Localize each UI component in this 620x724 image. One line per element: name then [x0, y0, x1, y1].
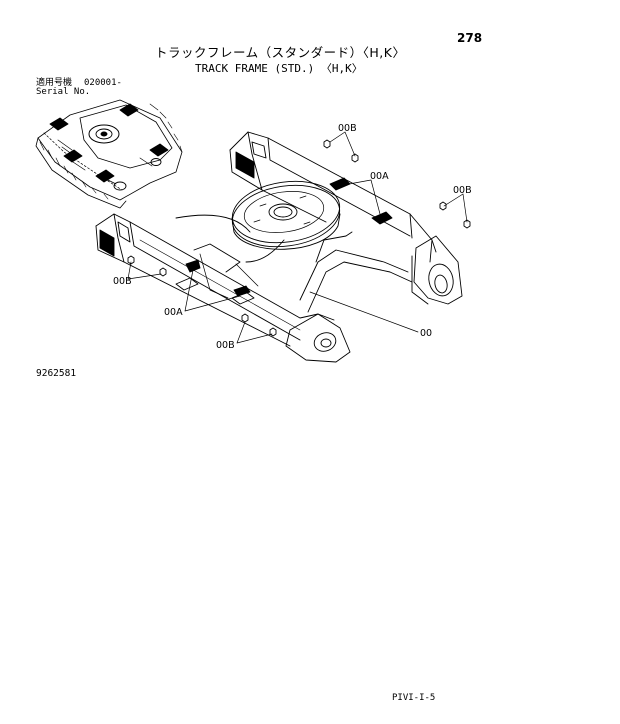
callout-00a-lower: 00A: [164, 307, 183, 318]
page-title-japanese: トラックフレーム（スタンダード）〈H,K〉: [155, 45, 406, 60]
callout-00b-right: 00B: [453, 185, 472, 196]
callout-00: 00: [420, 328, 432, 339]
figure-number: 9262581: [36, 368, 77, 379]
page-title-english: TRACK FRAME (STD.) 〈H,K〉: [195, 62, 363, 75]
callout-00a-upper: 00A: [370, 171, 389, 182]
callout-leaders: [127, 131, 468, 344]
track-frame-main: [95, 131, 471, 363]
footer-code: PIVI-I-5: [392, 693, 436, 703]
callout-00b-upper: 00B: [338, 123, 357, 134]
callout-00b-lower: 00B: [216, 340, 235, 351]
serial-label-japanese: 適用号機: [36, 78, 73, 88]
page-number: 278: [457, 31, 483, 45]
serial-label-english: Serial No.: [36, 87, 91, 97]
callout-00b-left: 00B: [113, 276, 132, 287]
serial-number-value: 020001-: [84, 78, 122, 88]
undercarriage-thumbnail: [35, 99, 183, 209]
